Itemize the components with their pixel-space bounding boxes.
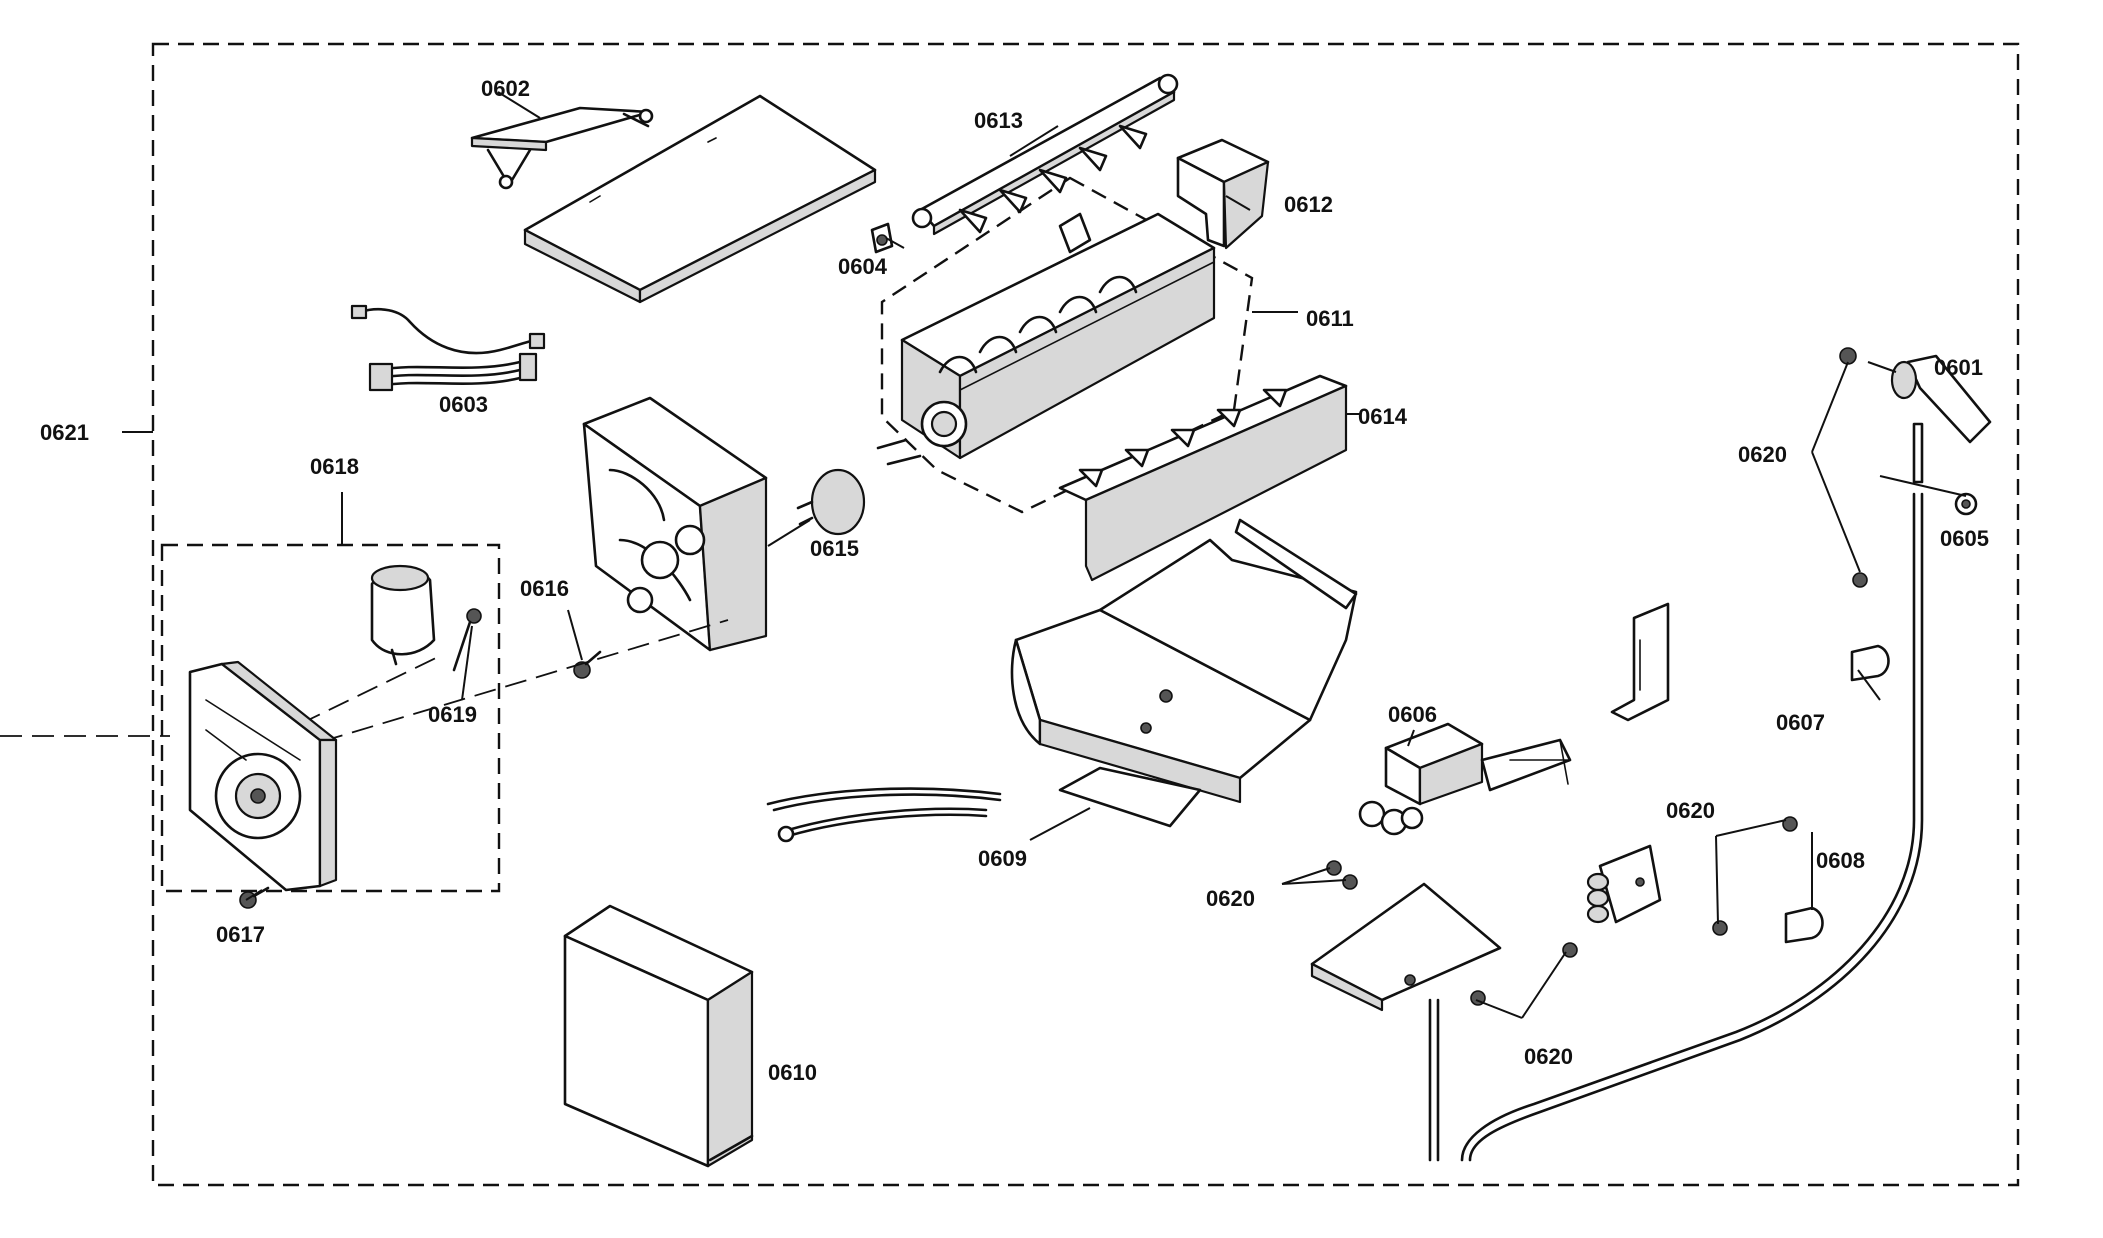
part-0604-clip xyxy=(870,222,894,254)
part-0615-plug xyxy=(796,468,866,536)
subassembly-boundary-0611 xyxy=(880,176,1254,514)
label-0602: 0602 xyxy=(481,76,530,101)
part-housing xyxy=(582,396,768,652)
label-0620-valve: 0620 xyxy=(1206,886,1255,911)
part-0602-bracket xyxy=(470,106,654,190)
part-0612-bracket xyxy=(1176,138,1270,250)
part-0611-ice-mold xyxy=(876,212,1216,466)
part-water-tube xyxy=(766,787,1002,843)
label-0621: 0621 xyxy=(40,420,89,445)
leader-lines xyxy=(122,91,1967,1019)
label-0617: 0617 xyxy=(216,922,265,947)
part-0613-ejector xyxy=(911,73,1179,236)
label-0613: 0613 xyxy=(974,108,1023,133)
part-0603-wire-harness xyxy=(350,304,546,392)
part-0620-screws-valve xyxy=(1326,860,1358,890)
label-0601: 0601 xyxy=(1934,355,1983,380)
label-0611: 0611 xyxy=(1306,306,1354,331)
label-0603: 0603 xyxy=(439,392,488,417)
part-0608-clamp xyxy=(1784,906,1824,944)
subassembly-boundary-0618 xyxy=(160,543,501,893)
label-0620-top: 0620 xyxy=(1738,442,1787,467)
label-0605: 0605 xyxy=(1940,526,1989,551)
part-0609-tray xyxy=(1010,518,1358,828)
label-0616: 0616 xyxy=(520,576,569,601)
part-0606-water-valve xyxy=(1358,722,1572,836)
part-0618-motor xyxy=(370,564,436,666)
assembly-centerline xyxy=(259,619,729,761)
part-0607-clamp xyxy=(1850,644,1890,682)
part-0602-cover xyxy=(523,94,877,304)
label-0618: 0618 xyxy=(310,454,359,479)
assembly-boundary-0621 xyxy=(151,42,2020,1187)
label-0620-middle: 0620 xyxy=(1666,798,1715,823)
label-0614: 0614 xyxy=(1358,404,1408,429)
label-0609: 0609 xyxy=(978,846,1027,871)
part-0605-washer xyxy=(1954,492,1978,516)
part-bracket xyxy=(1610,602,1670,722)
label-0604: 0604 xyxy=(838,254,888,279)
label-0615: 0615 xyxy=(810,536,859,561)
part-bracket-lower xyxy=(1310,882,1502,1012)
label-0607: 0607 xyxy=(1776,710,1825,735)
label-0620-bottom: 0620 xyxy=(1524,1044,1573,1069)
assembly-centerline xyxy=(299,655,441,725)
label-0612: 0612 xyxy=(1284,192,1333,217)
part-0614-stripper xyxy=(1058,374,1348,582)
label-0606: 0606 xyxy=(1388,702,1437,727)
label-0619: 0619 xyxy=(428,702,477,727)
part-0619-screw xyxy=(452,608,482,672)
part-heater xyxy=(1586,844,1662,924)
label-0610: 0610 xyxy=(768,1060,817,1085)
part-0618-motor-plate xyxy=(188,660,338,892)
label-0608: 0608 xyxy=(1816,848,1865,873)
part-0610-box xyxy=(563,904,754,1168)
part-0601-fill-cup xyxy=(1839,347,1992,444)
part-fill-tube xyxy=(1428,422,1924,1162)
part-0616-screw xyxy=(573,650,602,679)
